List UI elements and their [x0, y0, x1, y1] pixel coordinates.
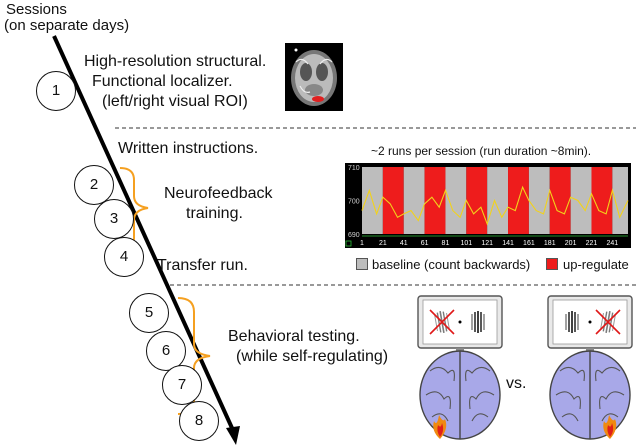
timeline-arrowhead: [226, 426, 240, 445]
legend-upregulate-swatch: [546, 258, 558, 270]
phase1-line3: (left/right visual ROI): [102, 93, 248, 110]
sessions-title: Sessions: [6, 1, 67, 18]
sessions-subtitle: (on separate days): [4, 17, 130, 34]
phase2-transfer: Transfer run.: [157, 257, 248, 274]
legend-upregulate-label: up-regulate: [563, 257, 629, 272]
phase2-instructions: Written instructions.: [118, 140, 259, 157]
session-3: 3: [94, 199, 134, 239]
legend-baseline-label: baseline (count backwards): [372, 257, 531, 272]
phase3-vs: vs.: [506, 375, 527, 392]
session-1: 1: [36, 71, 76, 111]
phase3-line1: Behavioral testing.: [228, 328, 360, 345]
phase2-training-line1: Neurofeedback: [164, 185, 273, 202]
phase1-line1: High-resolution structural.: [84, 53, 267, 70]
chart-title: ~2 runs per session (run duration ~8min)…: [371, 144, 592, 158]
phase3-line2: (while self-regulating): [236, 348, 389, 365]
session-8: 8: [179, 401, 219, 441]
timeline-arrow: [52, 35, 234, 429]
session-6: 6: [146, 331, 186, 371]
phase1-line2: Functional localizer.: [92, 73, 233, 90]
session-7: 7: [162, 365, 202, 405]
session-5: 5: [129, 293, 169, 333]
legend-baseline-swatch: [356, 258, 368, 270]
session-4: 4: [104, 237, 144, 277]
phase2-training-line2: training.: [186, 205, 243, 222]
session-2: 2: [74, 165, 114, 205]
